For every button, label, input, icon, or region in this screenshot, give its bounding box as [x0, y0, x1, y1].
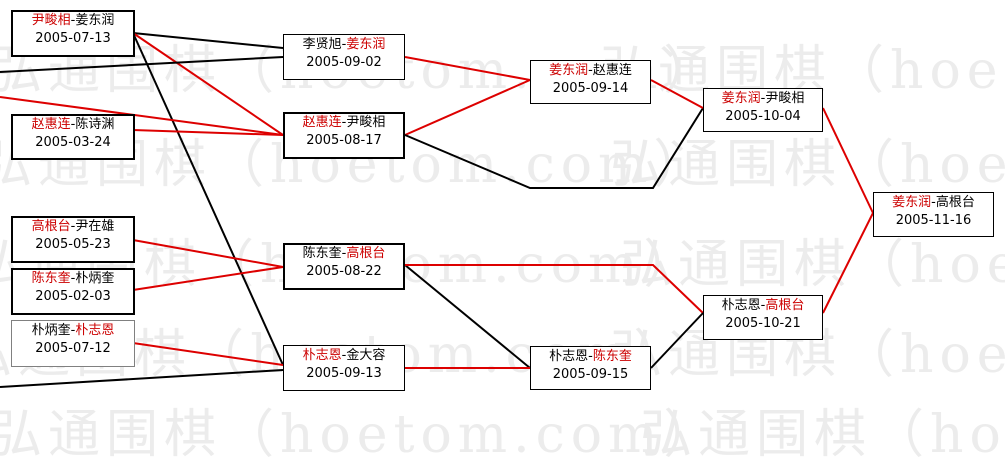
connector-line — [404, 79, 531, 136]
winner-name: 朴志恩 — [75, 323, 115, 338]
game-box-r4-2: 朴志恩-高根台 2005-10-21 — [703, 295, 823, 340]
game-box-r1-3: 高根台-尹在雄 2005-05-23 — [11, 216, 135, 263]
game-date: 2005-05-23 — [35, 237, 111, 252]
game-date: 2005-03-24 — [35, 135, 111, 150]
connector-line — [132, 32, 284, 49]
connector-line — [822, 107, 874, 214]
connector-line — [650, 79, 704, 109]
winner-name: 姜东润 — [346, 37, 386, 52]
connector-line — [132, 129, 284, 136]
loser-name: 朴炳奎 — [31, 323, 71, 338]
winner-name: 尹畯相 — [31, 13, 71, 28]
loser-name: 尹在雄 — [75, 219, 115, 234]
game-box-r2-2: 赵惠连-尹畯相 2005-08-17 — [283, 112, 405, 159]
game-box-r3-2: 朴志恩-陈东奎 2005-09-15 — [530, 346, 651, 390]
loser-name: 赵惠连 — [592, 63, 632, 78]
game-date: 2005-02-03 — [35, 289, 111, 304]
winner-name: 赵惠连 — [302, 115, 342, 130]
game-box-r2-1: 李贤旭-姜东润 2005-09-02 — [283, 34, 405, 80]
game-date: 2005-07-13 — [35, 31, 111, 46]
winner-name: 朴志恩 — [302, 348, 342, 363]
loser-name: 陈东奎 — [302, 246, 342, 261]
game-box-r3-1: 姜东润-赵惠连 2005-09-14 — [530, 60, 651, 104]
game-date: 2005-10-21 — [725, 316, 801, 331]
bracket-connectors — [0, 32, 874, 388]
loser-name: 姜东润 — [75, 13, 115, 28]
winner-name: 赵惠连 — [31, 117, 71, 132]
connector-line — [132, 342, 284, 366]
connector-line — [405, 264, 704, 314]
winner-name: 陈东奎 — [592, 349, 632, 364]
game-box-r1-5: 朴炳奎-朴志恩 2005-07-12 — [11, 320, 135, 367]
loser-name: 高根台 — [935, 195, 975, 210]
winner-name: 姜东润 — [892, 195, 932, 210]
winner-name: 姜东润 — [721, 91, 761, 106]
loser-name: 陈诗渊 — [75, 117, 115, 132]
connector-line — [0, 56, 284, 73]
loser-name: 朴志恩 — [721, 298, 761, 313]
connector-line — [822, 212, 874, 314]
game-date: 2005-07-12 — [35, 341, 111, 356]
game-date: 2005-10-04 — [725, 109, 801, 124]
loser-name: 尹畯相 — [765, 91, 805, 106]
connector-line — [404, 56, 531, 81]
loser-name: 朴炳奎 — [75, 271, 115, 286]
winner-name: 陈东奎 — [31, 271, 71, 286]
winner-name: 高根台 — [765, 298, 805, 313]
loser-name: 尹畯相 — [346, 115, 386, 130]
loser-name: 李贤旭 — [302, 37, 342, 52]
game-date: 2005-09-02 — [306, 55, 382, 70]
connector-line — [132, 266, 284, 291]
connector-line — [0, 96, 284, 136]
game-date: 2005-11-16 — [895, 213, 972, 228]
game-box-r2-3: 陈东奎-高根台 2005-08-22 — [283, 243, 405, 290]
game-date: 2005-09-14 — [552, 81, 629, 96]
game-date: 2005-09-15 — [552, 367, 629, 382]
game-date: 2005-08-17 — [306, 133, 382, 148]
connector-line — [404, 264, 531, 369]
connector-line — [650, 312, 704, 369]
winner-name: 姜东润 — [549, 63, 589, 78]
loser-name: 金大容 — [346, 348, 386, 363]
game-box-r2-4: 朴志恩-金大容 2005-09-13 — [283, 345, 405, 391]
game-box-final: 姜东润-高根台 2005-11-16 — [873, 192, 994, 237]
game-box-r4-1: 姜东润-尹畯相 2005-10-04 — [703, 88, 823, 132]
connector-line — [132, 32, 284, 366]
loser-name: 朴志恩 — [549, 349, 589, 364]
game-box-r1-2: 赵惠连-陈诗渊 2005-03-24 — [11, 114, 135, 160]
game-date: 2005-08-22 — [306, 264, 382, 279]
connector-line — [0, 369, 284, 388]
game-box-r1-1: 尹畯相-姜东润 2005-07-13 — [11, 10, 135, 57]
winner-name: 高根台 — [31, 219, 71, 234]
connector-line — [404, 107, 704, 189]
game-date: 2005-09-13 — [306, 366, 382, 381]
connector-line — [132, 32, 284, 136]
winner-name: 高根台 — [346, 246, 386, 261]
game-box-r1-4: 陈东奎-朴炳奎 2005-02-03 — [11, 268, 135, 315]
connector-line — [132, 239, 284, 268]
